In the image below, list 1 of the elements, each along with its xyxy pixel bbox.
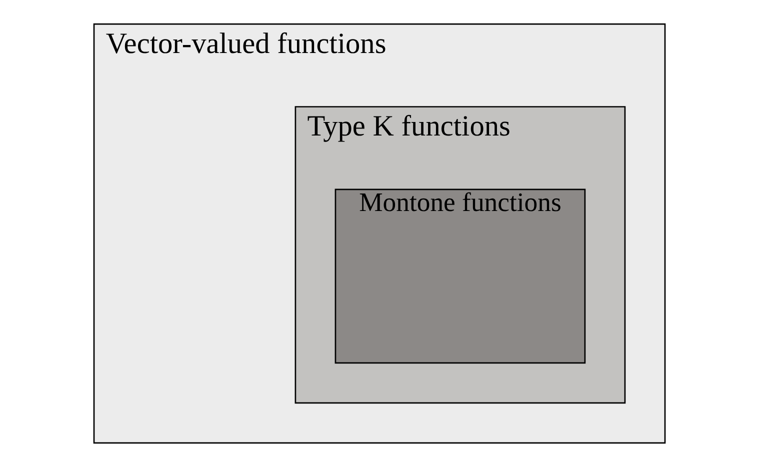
node-box: Montone functions (334, 188, 586, 364)
